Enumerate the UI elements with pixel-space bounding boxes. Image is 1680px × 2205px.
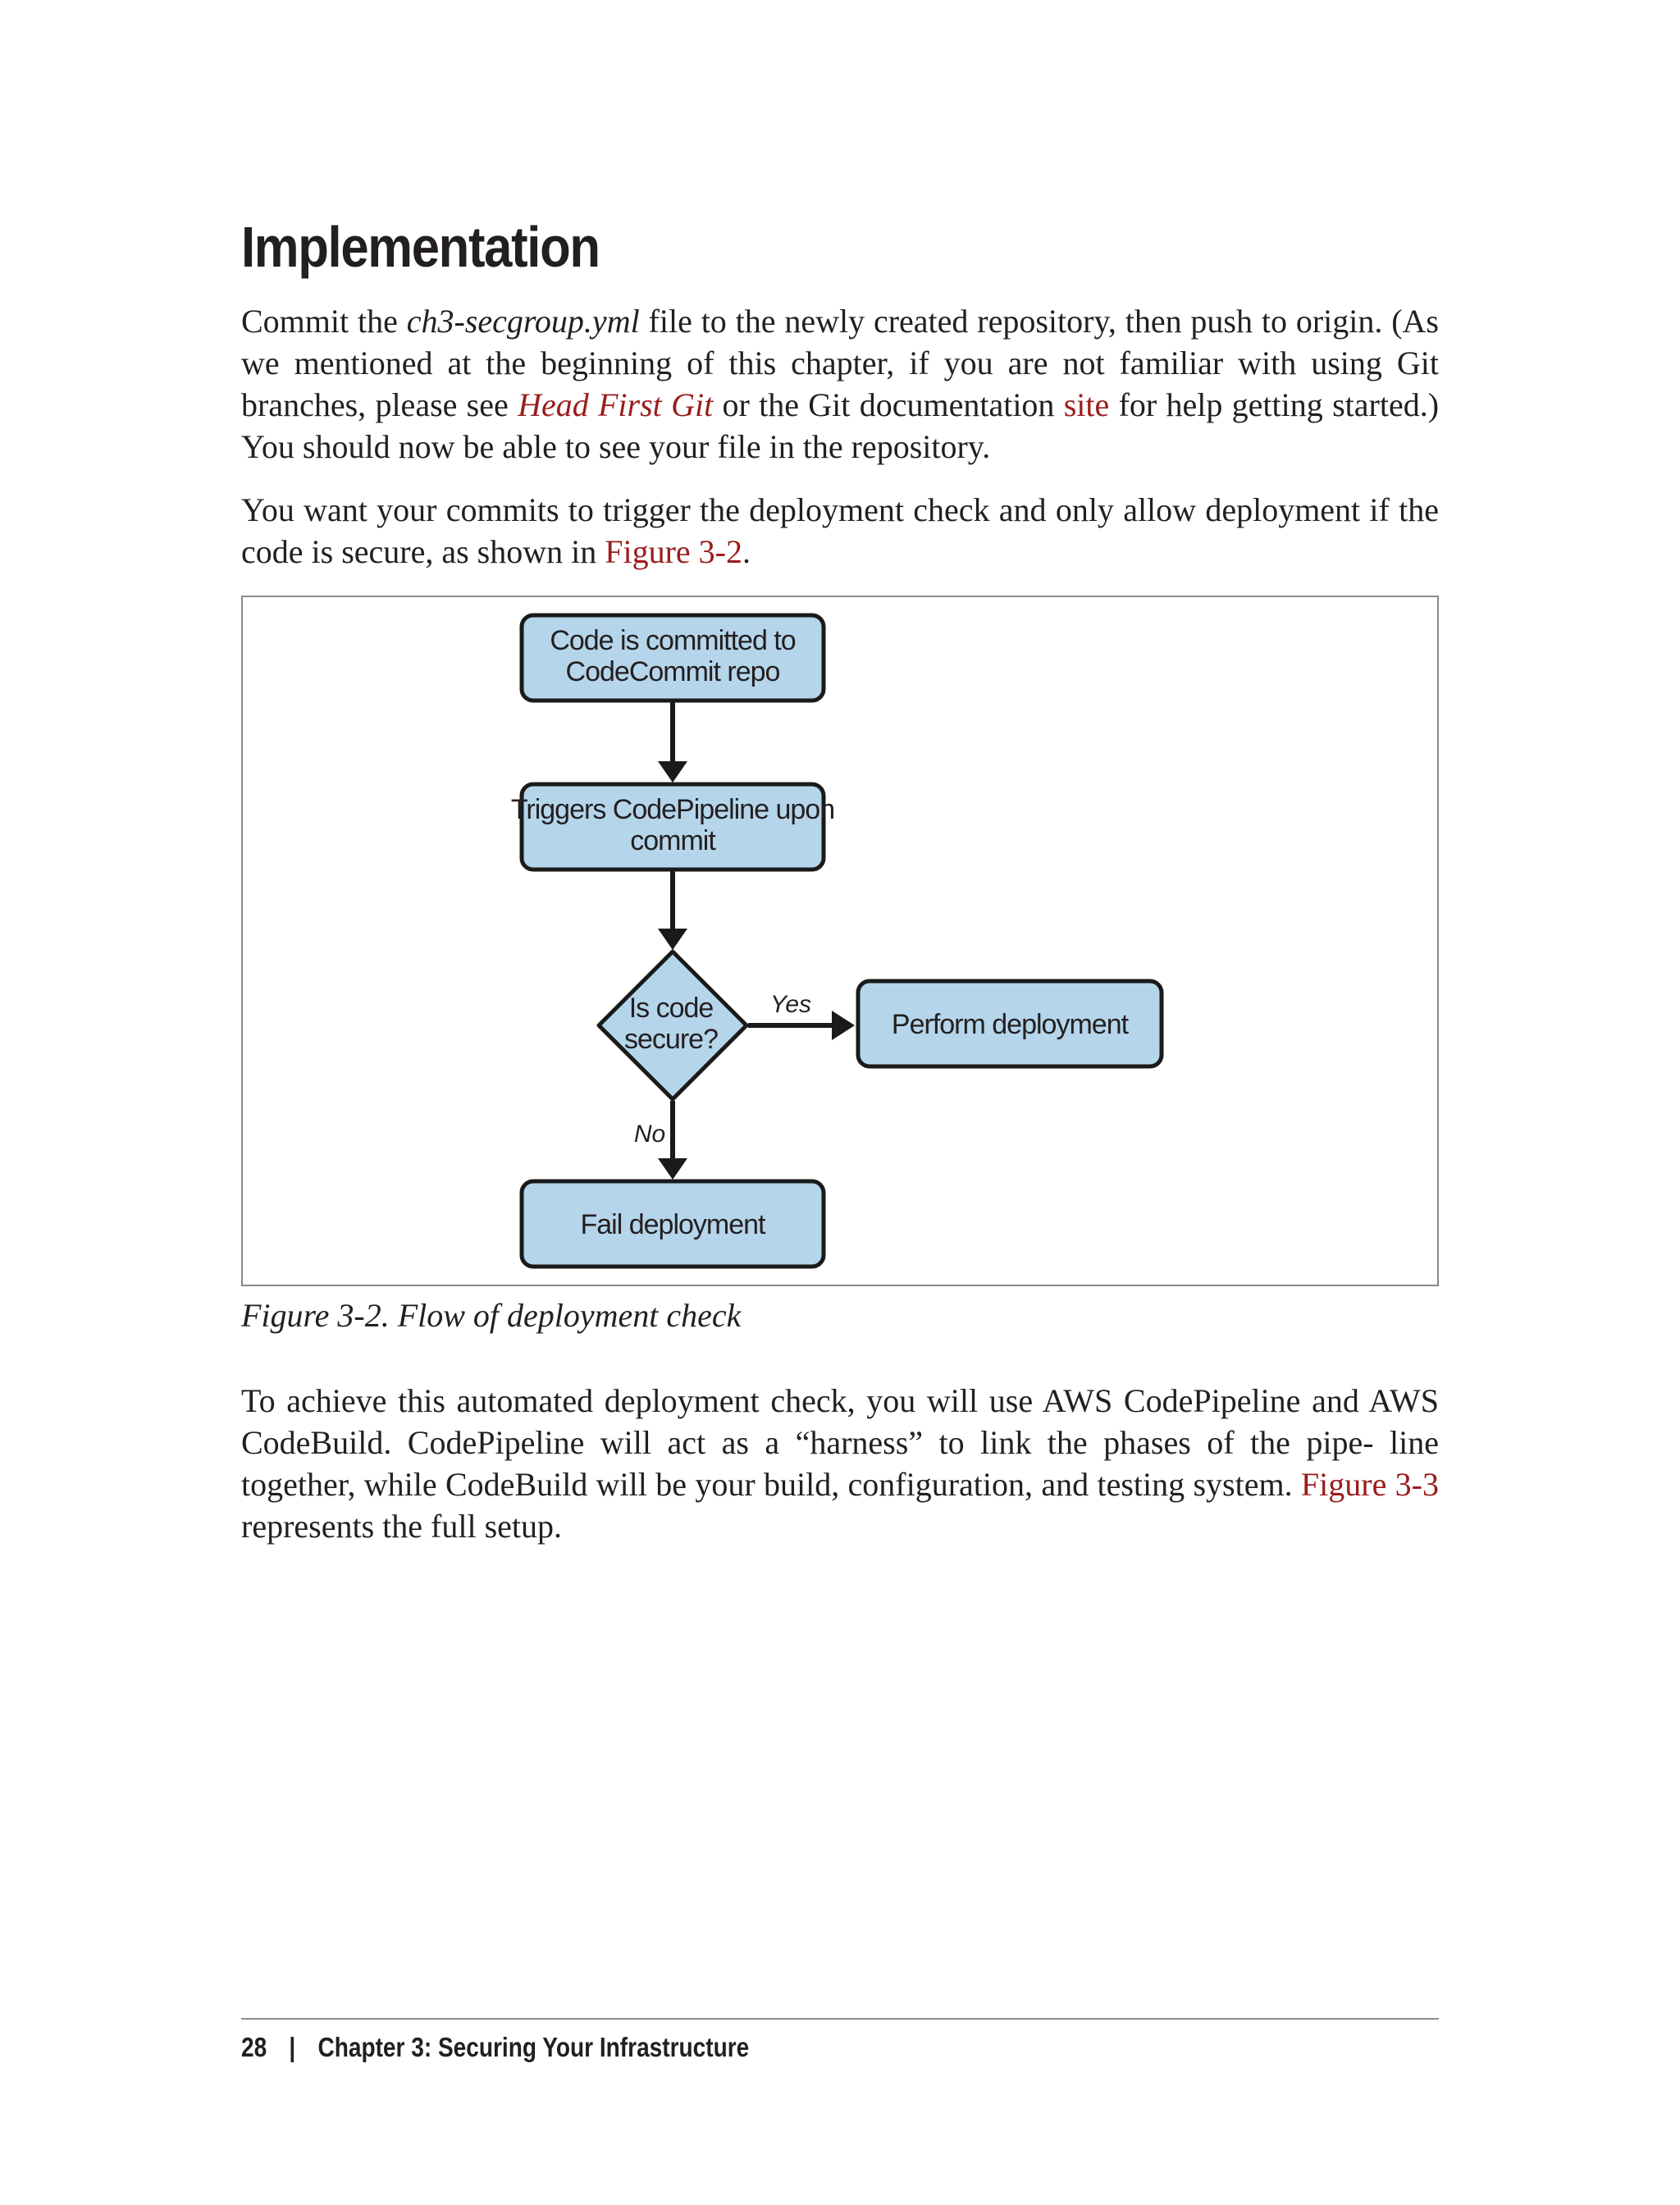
node-label-line: commit [630, 825, 716, 856]
page-footer: 28 | Chapter 3: Securing Your Infrastructu… [241, 2028, 749, 2067]
flowchart-figure: Code is committed to CodeCommit repo Tri… [241, 596, 1439, 1286]
git-site-link[interactable]: site [1063, 386, 1110, 423]
node-label-line: secure? [624, 1024, 718, 1055]
page-number: 28 [241, 2032, 267, 2062]
node-label: Perform deployment [892, 1009, 1130, 1040]
node-label: Fail deployment [580, 1209, 766, 1240]
flowchart-diagram: Code is committed to CodeCommit repo Tri… [511, 613, 1164, 1269]
node-is-code-secure-decision: Is code secure? [596, 949, 749, 1102]
head-first-git-link[interactable]: Head First Git [518, 386, 714, 423]
text-run: Commit the [241, 303, 407, 340]
node-fail-deployment: Fail deployment [519, 1179, 826, 1269]
text-run: file to the newly created repository, th… [241, 303, 1439, 423]
text-run: represents the full setup. [241, 1508, 562, 1545]
connector-commit-to-trigger [658, 702, 687, 783]
footer-rule [241, 2018, 1439, 2020]
text-run: or the Git documentation [713, 386, 1064, 423]
paragraph-codepipeline-codebuild: To achieve this automated deployment che… [241, 1380, 1439, 1547]
node-triggers-codepipeline: Triggers CodePipeline upon commit [511, 782, 835, 872]
connector-yes [748, 1011, 855, 1040]
figure-3-2-link[interactable]: Figure 3-2 [605, 533, 742, 570]
chapter-title: Chapter 3: Securing Your Infrastructure [317, 2032, 750, 2062]
node-label-line: Triggers CodePipeline upon [511, 794, 834, 825]
paragraph-commit-instructions: Commit the ch3-secgroup.yml file to the … [241, 300, 1439, 468]
node-label-line: Code is committed to [550, 625, 795, 656]
edge-label-yes: Yes [770, 991, 811, 1018]
text-run: You want your commits to trigger the dep… [241, 491, 1439, 570]
section-heading: Implementation [241, 215, 600, 279]
node-label-line: Is code [629, 993, 714, 1024]
figure-caption: Figure 3-2. Flow of deployment check [241, 1297, 742, 1334]
node-label-line: CodeCommit repo [566, 656, 780, 687]
text-run: To achieve this automated deployment che… [241, 1382, 1439, 1503]
footer-separator: | [289, 2032, 296, 2062]
paragraph-deployment-check: You want your commits to trigger the dep… [241, 489, 1439, 573]
node-perform-deployment: Perform deployment [856, 979, 1164, 1069]
connector-no [658, 1101, 687, 1180]
filename: ch3-secgroup.yml [406, 303, 640, 340]
text-run: . [742, 533, 751, 570]
node-code-committed: Code is committed to CodeCommit repo [519, 613, 826, 703]
text-run: for help getting started.) You should no… [241, 386, 1440, 465]
figure-3-3-link[interactable]: Figure 3-3 [1300, 1466, 1439, 1503]
edge-label-no: No [634, 1121, 665, 1148]
connector-trigger-to-decision [658, 871, 687, 950]
